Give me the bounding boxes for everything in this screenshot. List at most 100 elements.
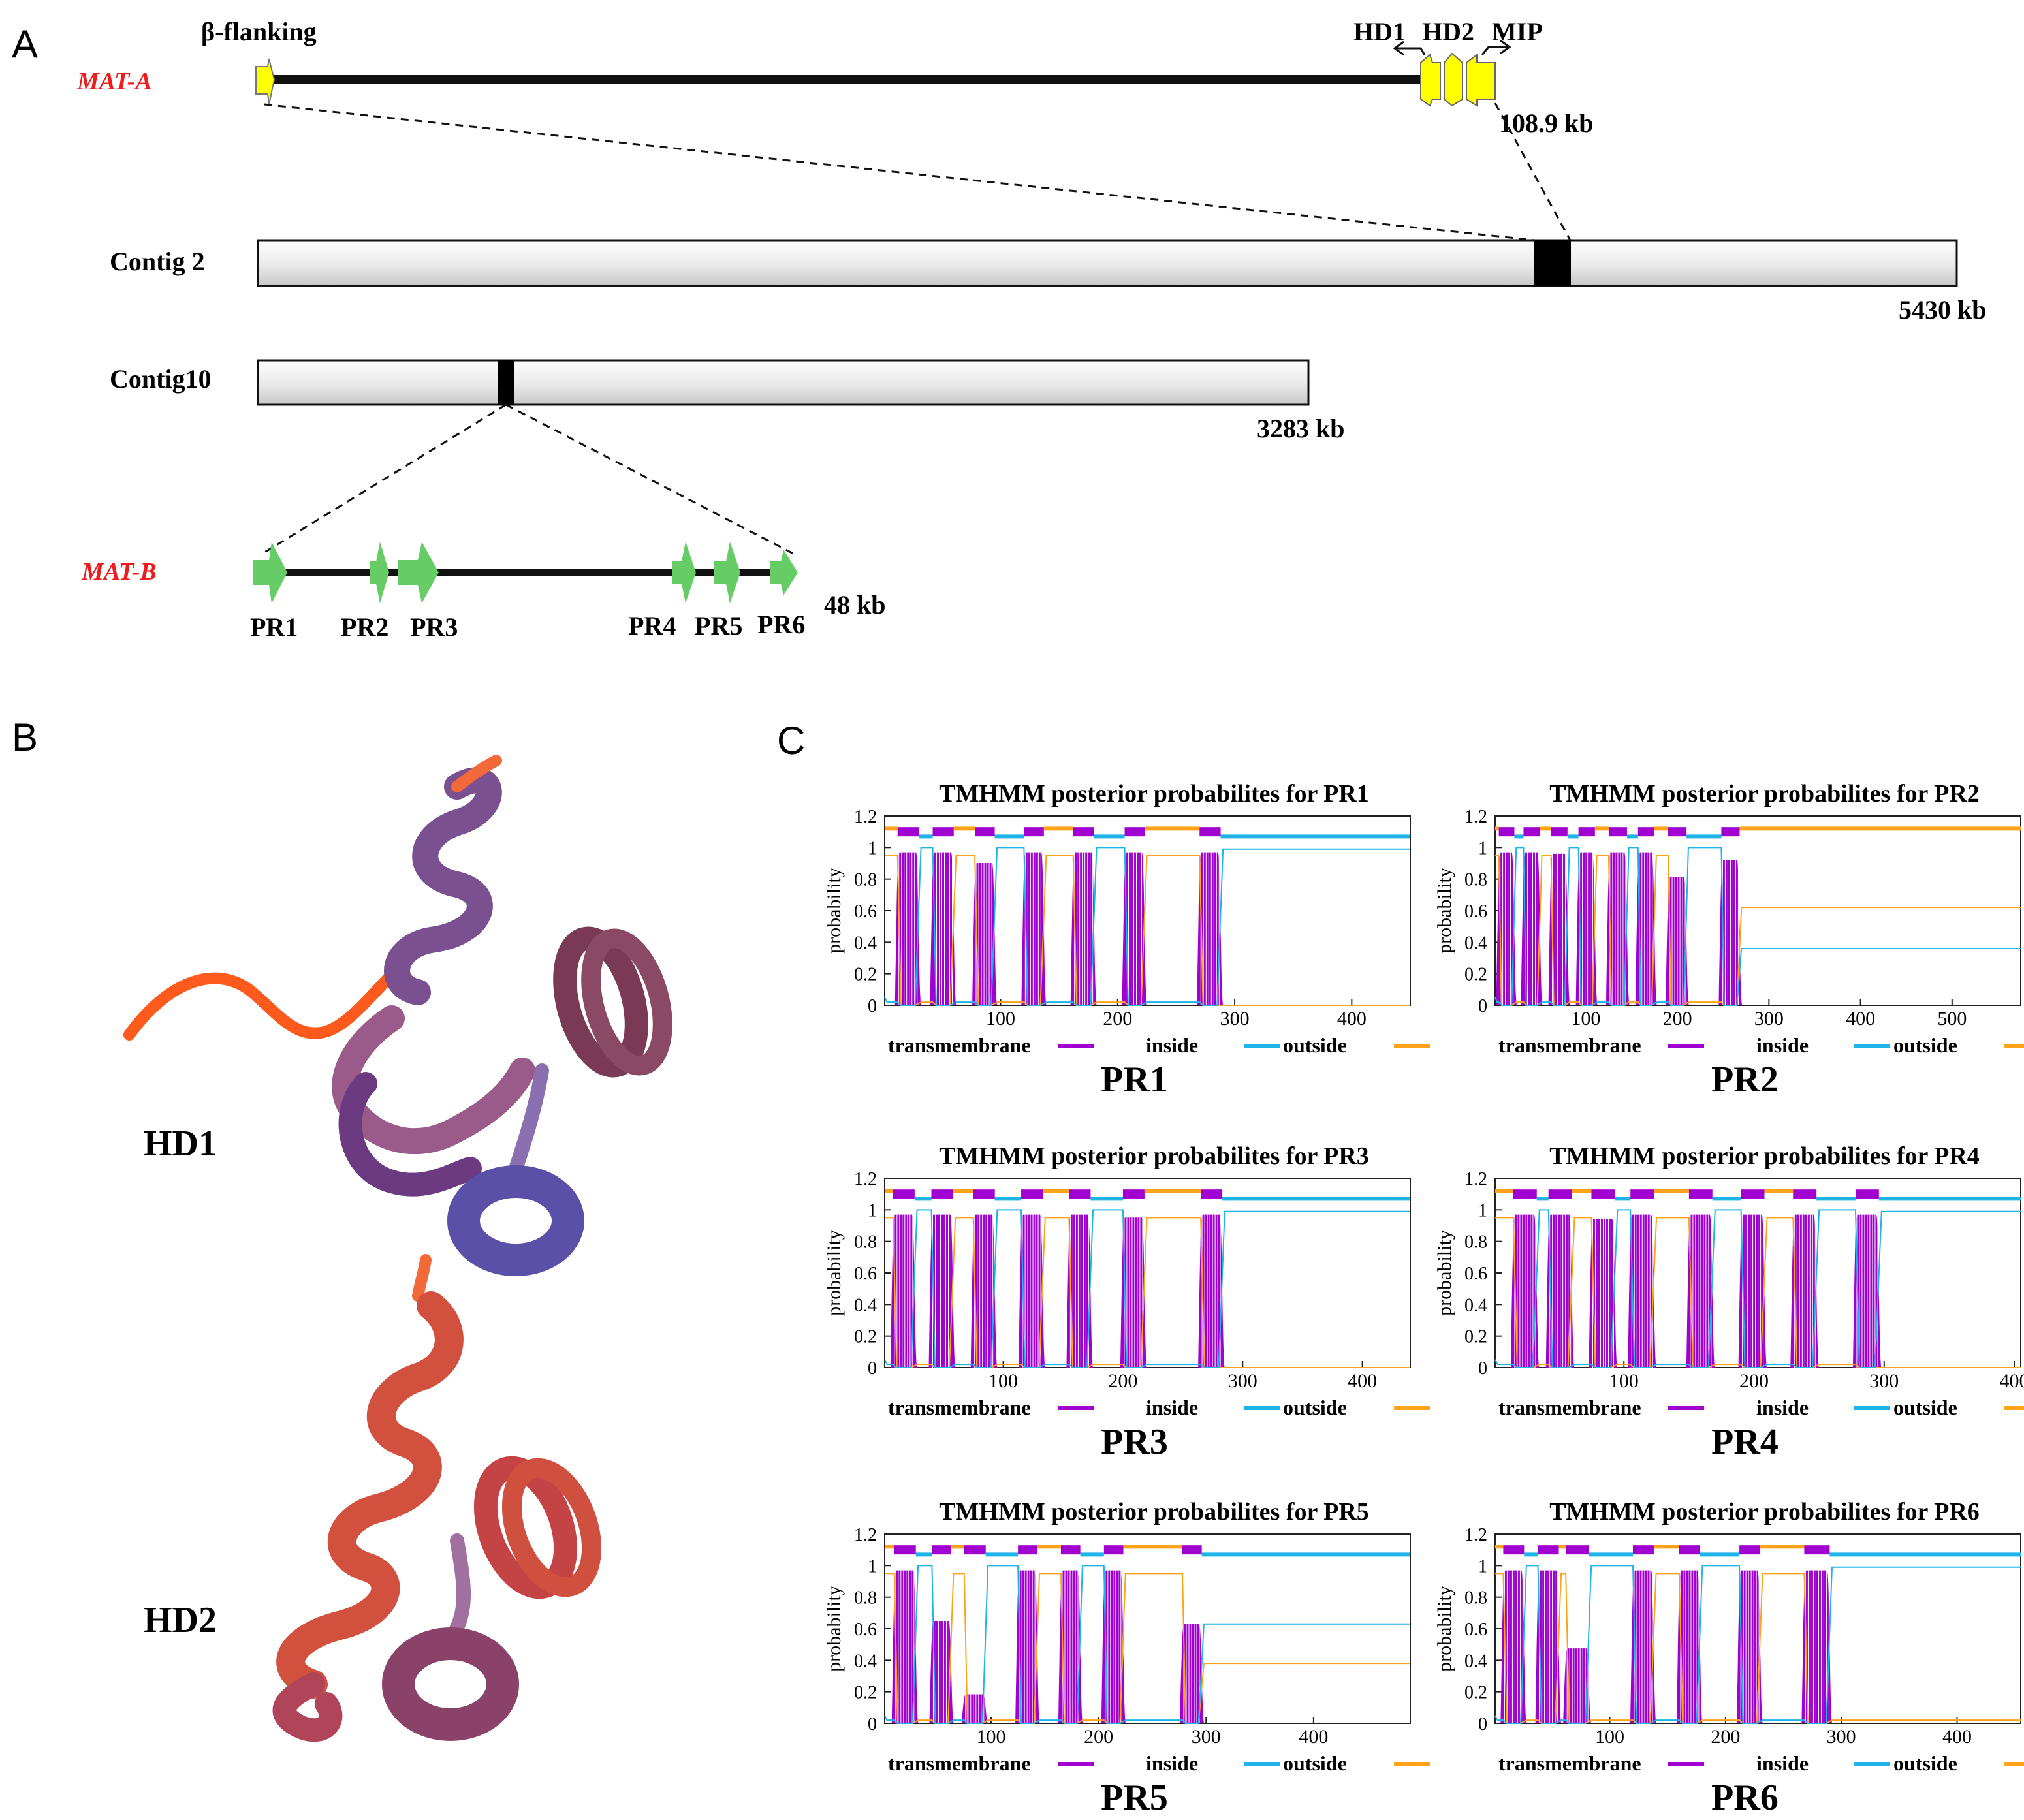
topology-track	[885, 1545, 1410, 1557]
y-axis-label: probability	[823, 1230, 845, 1316]
tm-helix-4	[1021, 852, 1047, 1005]
tm-segment	[932, 1545, 952, 1555]
tmhmm-chart-pr4: TMHMM posterior probabilites for PR400.2…	[1434, 1142, 2024, 1462]
x-tick-label: 100	[986, 1008, 1015, 1029]
tmhmm-chart-pr5: TMHMM posterior probabilites for PR500.2…	[823, 1498, 1430, 1818]
x-tick-label: 400	[1299, 1726, 1328, 1748]
panel-a: A MAT-A β-flanking HD1 HD2 MIP 108.9 kb …	[12, 17, 1987, 642]
tm-segment	[1608, 827, 1627, 837]
y-tick-label: 0.2	[854, 1683, 877, 1703]
tm-helix-2	[930, 852, 957, 1005]
y-tick-label: 0.8	[854, 1588, 877, 1608]
x-tick-label: 200	[1108, 1370, 1137, 1392]
x-tick-label: 300	[1228, 1370, 1257, 1392]
tm-segment	[1021, 1189, 1043, 1199]
tm-helix-6	[1101, 1570, 1126, 1723]
tm-helix-2	[929, 1620, 955, 1723]
topology-track	[1495, 826, 2021, 839]
tm-segment	[1513, 1189, 1537, 1199]
y-tick-label: 0	[1478, 1714, 1487, 1734]
tm-area	[1801, 1570, 1833, 1723]
contig10-label: Contig10	[110, 364, 212, 394]
tm-segment	[1124, 827, 1145, 837]
tm-segment	[1804, 1545, 1830, 1555]
tm-area	[1575, 852, 1598, 1005]
beta-flanking-label: β-flanking	[201, 17, 317, 46]
panel-b: B HD1 HD2	[12, 715, 672, 1742]
x-tick-label: 300	[1827, 1726, 1856, 1748]
y-axis-label: probability	[1434, 1586, 1455, 1672]
y-tick-label: 0.6	[854, 1620, 877, 1640]
x-tick-label: 200	[1739, 1370, 1769, 1392]
contig10-mat-b-region	[498, 360, 514, 405]
hd2-structure-label: HD2	[144, 1600, 217, 1640]
legend-label-outside: outside	[1893, 1396, 1957, 1419]
x-tick-label: 200	[1711, 1726, 1740, 1748]
zoom-line-b-left	[262, 403, 507, 555]
plot-frame	[884, 815, 1411, 1006]
y-tick-label: 0.6	[1464, 902, 1487, 922]
legend-label-outside: outside	[1893, 1751, 1957, 1775]
y-tick-label: 0.4	[1464, 1651, 1487, 1671]
tm-helix-1	[891, 1570, 919, 1723]
y-axis-label: probability	[823, 868, 845, 954]
legend-label-inside: inside	[1146, 1396, 1198, 1419]
x-tick-label: 300	[1220, 1008, 1250, 1029]
legend-label-transmembrane: transmembrane	[888, 1751, 1031, 1775]
y-tick-label: 1	[868, 1200, 877, 1221]
tm-area	[929, 1620, 955, 1723]
topology-track	[885, 826, 1410, 839]
legend-label-transmembrane: transmembrane	[888, 1033, 1031, 1057]
tm-segment	[1793, 1189, 1817, 1199]
outside-curve	[1495, 855, 2021, 1006]
tm-helix-6	[1635, 852, 1658, 1005]
legend-label-transmembrane: transmembrane	[888, 1396, 1031, 1419]
tmhmm-chart-pr6: TMHMM posterior probabilites for PR6 0 0.2…	[1434, 1498, 2024, 1818]
y-tick-label: 0.6	[1464, 1264, 1487, 1284]
x-tick-label: 400	[1337, 1008, 1367, 1029]
y-tick-label: 0.2	[854, 1327, 877, 1347]
y-axis-label: probability	[823, 1586, 845, 1672]
inside-curve	[1494, 1565, 2021, 1724]
y-tick-label: 0.8	[854, 1232, 877, 1253]
y-tick-label: 0.2	[1464, 1327, 1487, 1347]
contig10-size: 3283 kb	[1257, 414, 1345, 443]
tm-segment	[1503, 1545, 1525, 1555]
x-tick-label: 300	[1192, 1726, 1221, 1748]
y-tick-label: 0.2	[1464, 1683, 1487, 1703]
y-tick-label: 0.6	[854, 1264, 877, 1284]
tm-segment	[1633, 1545, 1654, 1555]
chart-title: TMHMM posterior probabilites for PR6	[1549, 1498, 1980, 1526]
tm-segment	[931, 1189, 953, 1199]
y-tick-label: 0.6	[1464, 1620, 1487, 1640]
y-tick-label: 0.2	[1464, 965, 1487, 985]
tm-helix-2	[1535, 1570, 1562, 1723]
panel-c-letter: C	[777, 719, 805, 762]
pr1-label: PR1	[250, 612, 298, 642]
topology-track	[1495, 1545, 2021, 1557]
chart-title: TMHMM posterior probabilites for PR2	[1549, 780, 1980, 808]
x-tick-label: 300	[1869, 1370, 1899, 1392]
x-tick-label: 100	[1571, 1008, 1600, 1029]
x-tick-label: 400	[1942, 1726, 1972, 1748]
tm-segment	[1024, 827, 1044, 837]
legend-label-outside: outside	[1893, 1033, 1957, 1057]
outside-curve	[1495, 1217, 2021, 1368]
tm-segment	[894, 1545, 916, 1555]
zoom-line-b-right	[505, 403, 794, 555]
panel-a-letter: A	[12, 22, 38, 66]
legend-label-outside: outside	[1283, 1751, 1347, 1775]
legend-label-transmembrane: transmembrane	[1498, 1033, 1641, 1057]
tm-helix-7	[1198, 1214, 1225, 1368]
y-tick-label: 0	[1478, 996, 1487, 1016]
tm-helix-5	[1058, 1570, 1083, 1723]
tm-segment	[1566, 1545, 1589, 1555]
y-tick-label: 1	[1478, 1556, 1487, 1577]
tmhmm-chart-pr3: TMHMM posterior probabilites for PR300.2…	[823, 1142, 1430, 1462]
pr5-gene	[714, 542, 740, 603]
hd1-label: HD1	[1353, 17, 1406, 46]
y-tick-label: 0.8	[1464, 1588, 1487, 1608]
inside-curve	[884, 847, 1410, 1006]
tm-segment	[1122, 1189, 1145, 1199]
